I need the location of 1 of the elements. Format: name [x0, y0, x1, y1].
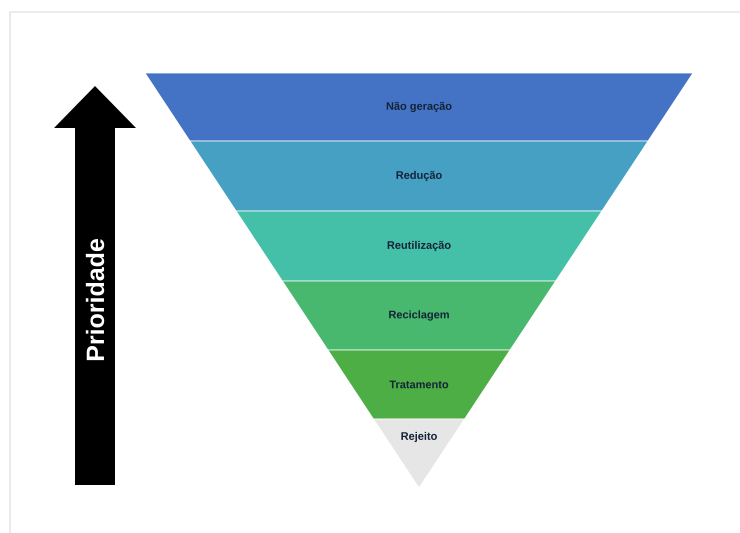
pyramid-band: Reciclagem	[282, 280, 556, 350]
